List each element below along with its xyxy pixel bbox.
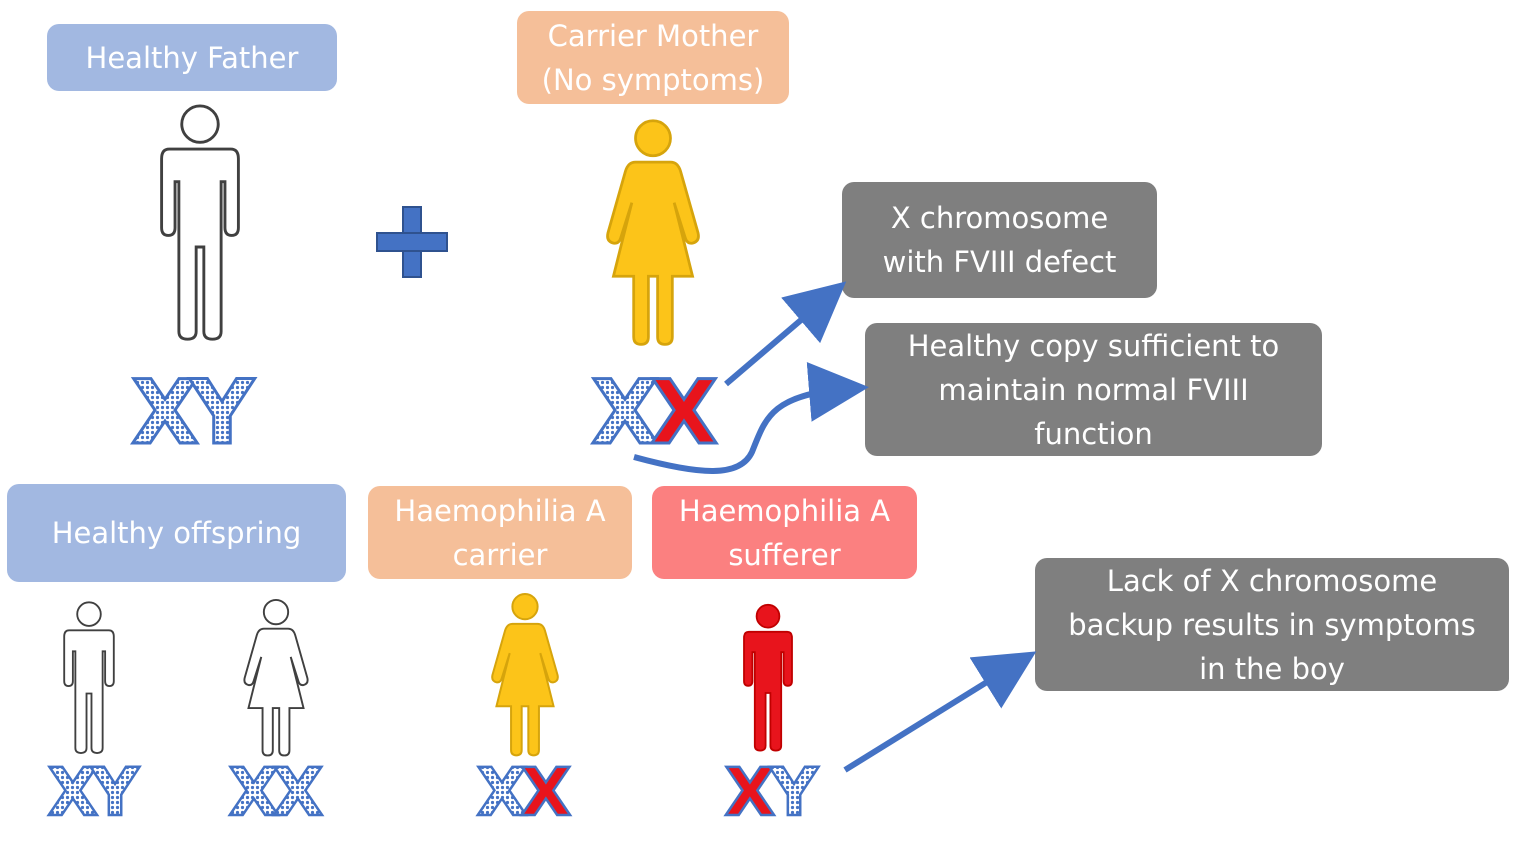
healthy-daughter-chromosome-x1: X bbox=[229, 754, 280, 831]
sufferer-offspring-label: Haemophilia A sufferer bbox=[652, 486, 917, 579]
defect-callout-line1: X chromosome bbox=[890, 201, 1109, 235]
healthy-copy-callout-line3: function bbox=[1034, 416, 1153, 451]
carrier-mother-label: Carrier Mother (No symptoms) bbox=[517, 11, 789, 104]
sufferer-chromosome-x-defect: X bbox=[725, 754, 776, 831]
lack-backup-callout-line3: in the boy bbox=[1199, 651, 1345, 686]
healthy-copy-callout: Healthy copy sufficient to maintain norm… bbox=[865, 323, 1322, 456]
mother-chromosome-x-defect: X bbox=[650, 361, 718, 464]
carrier-offspring-label: Haemophilia A carrier bbox=[368, 486, 632, 579]
carrier-mother-label-line1: Carrier Mother bbox=[547, 18, 759, 53]
defect-arrow bbox=[724, 281, 847, 387]
carrier-daughter-figure-icon bbox=[491, 592, 559, 757]
defect-callout: X chromosome with FVIII defect bbox=[842, 182, 1157, 298]
defect-callout-line2: with FVIII defect bbox=[882, 245, 1117, 279]
healthy-copy-callout-line1: Healthy copy sufficient to bbox=[907, 328, 1280, 363]
plus-icon bbox=[376, 206, 448, 278]
healthy-offspring-label-text: Healthy offspring bbox=[51, 516, 302, 550]
carrier-offspring-label-line1: Haemophilia A bbox=[394, 493, 606, 528]
lack-backup-arrow bbox=[843, 651, 1037, 773]
healthy-offspring-label: Healthy offspring bbox=[7, 484, 346, 582]
healthy-copy-callout-line2: maintain normal FVIII bbox=[938, 372, 1249, 407]
lack-backup-callout: Lack of X chromosome backup results in s… bbox=[1035, 558, 1509, 691]
mother-figure-icon bbox=[605, 119, 701, 346]
carrier-mother-label-line2: (No symptoms) bbox=[541, 62, 765, 97]
healthy-daughter-figure-icon bbox=[243, 598, 309, 757]
sufferer-son-figure-icon bbox=[743, 603, 793, 752]
carrier-offspring-label-line2: carrier bbox=[452, 537, 548, 572]
healthy-son-figure-icon bbox=[63, 601, 115, 754]
carrier-chromosome-x-defect: X bbox=[521, 754, 572, 831]
sufferer-offspring-label-line1: Haemophilia A bbox=[678, 493, 891, 528]
healthy-copy-arrow bbox=[633, 361, 869, 474]
healthy-son-chromosome-y: Y bbox=[90, 754, 140, 831]
father-chromosome-y: Y bbox=[189, 361, 255, 464]
healthy-son-chromosome-x: X bbox=[48, 754, 99, 831]
healthy-father-label-text: Healthy Father bbox=[85, 40, 299, 75]
carrier-chromosome-x-healthy: X bbox=[477, 754, 528, 831]
sufferer-offspring-label-line2: sufferer bbox=[728, 537, 841, 572]
lack-backup-callout-line2: backup results in symptoms bbox=[1068, 607, 1476, 642]
lack-backup-callout-line1: Lack of X chromosome bbox=[1106, 563, 1438, 598]
father-chromosome-x: X bbox=[131, 361, 199, 464]
mother-chromosome-x-healthy: X bbox=[591, 361, 659, 464]
father-figure-icon bbox=[160, 104, 240, 341]
sufferer-chromosome-y: Y bbox=[769, 754, 819, 831]
healthy-father-label: Healthy Father bbox=[47, 24, 337, 91]
healthy-daughter-chromosome-x2: X bbox=[273, 754, 324, 831]
